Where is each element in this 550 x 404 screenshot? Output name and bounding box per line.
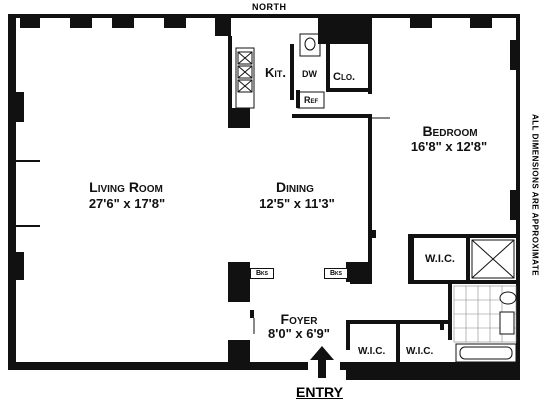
stove (235, 47, 255, 109)
outer-wall-bottom-step (346, 370, 520, 380)
kitchen-wall-bottom (228, 108, 250, 128)
bedroom-name: Bedroom (422, 123, 478, 139)
outer-wall-left (8, 14, 16, 370)
wic-bedroom-label: W.I.C. (425, 253, 455, 265)
refrigerator (297, 91, 325, 109)
kitchen-name: Kit. (265, 65, 286, 80)
north-label: NORTH (252, 2, 287, 12)
bathroom-fixtures (455, 291, 517, 363)
shower (471, 239, 515, 279)
walls (8, 14, 520, 380)
outer-wall-bottom-left (8, 362, 308, 370)
closet-name: Clo. (333, 71, 356, 83)
kitchen-wall-right (290, 44, 294, 100)
outer-wall-top (8, 14, 520, 18)
sink (299, 33, 321, 57)
entry-label: ENTRY (296, 384, 343, 400)
kitchen-wall-left (228, 36, 232, 120)
bedroom-wall-left (368, 114, 372, 284)
bedroom-dims: 16'8" x 12'8" (410, 139, 488, 154)
side-note-text: ALL DIMENSIONS ARE APPROXIMATE (530, 113, 540, 277)
entry-arrow (310, 346, 334, 378)
outer-wall-bottom-right (340, 362, 520, 370)
living-room-name: Living Room (89, 179, 163, 195)
dining-name: Dining (276, 179, 314, 195)
foyer-dims: 8'0" x 6'9" (268, 326, 330, 341)
bookshelf-tag-right: Bks (324, 268, 348, 279)
living-room-dims: 27'6" x 17'8" (88, 196, 166, 211)
bookshelf-tag-left: Bks (250, 268, 274, 279)
wic-foyer-left-label: W.I.C. (358, 346, 386, 357)
approximate-dimensions-note: ALL DIMENSIONS ARE APPROXIMATE (530, 114, 540, 276)
foyer-name: Foyer (280, 311, 318, 327)
dishwasher-label: DW (302, 69, 317, 79)
dining-dims: 12'5" x 11'3" (259, 196, 335, 211)
wic-foyer-right-label: W.I.C. (406, 346, 434, 357)
refrigerator-label: Ref (304, 95, 319, 105)
door-swings (253, 117, 390, 334)
